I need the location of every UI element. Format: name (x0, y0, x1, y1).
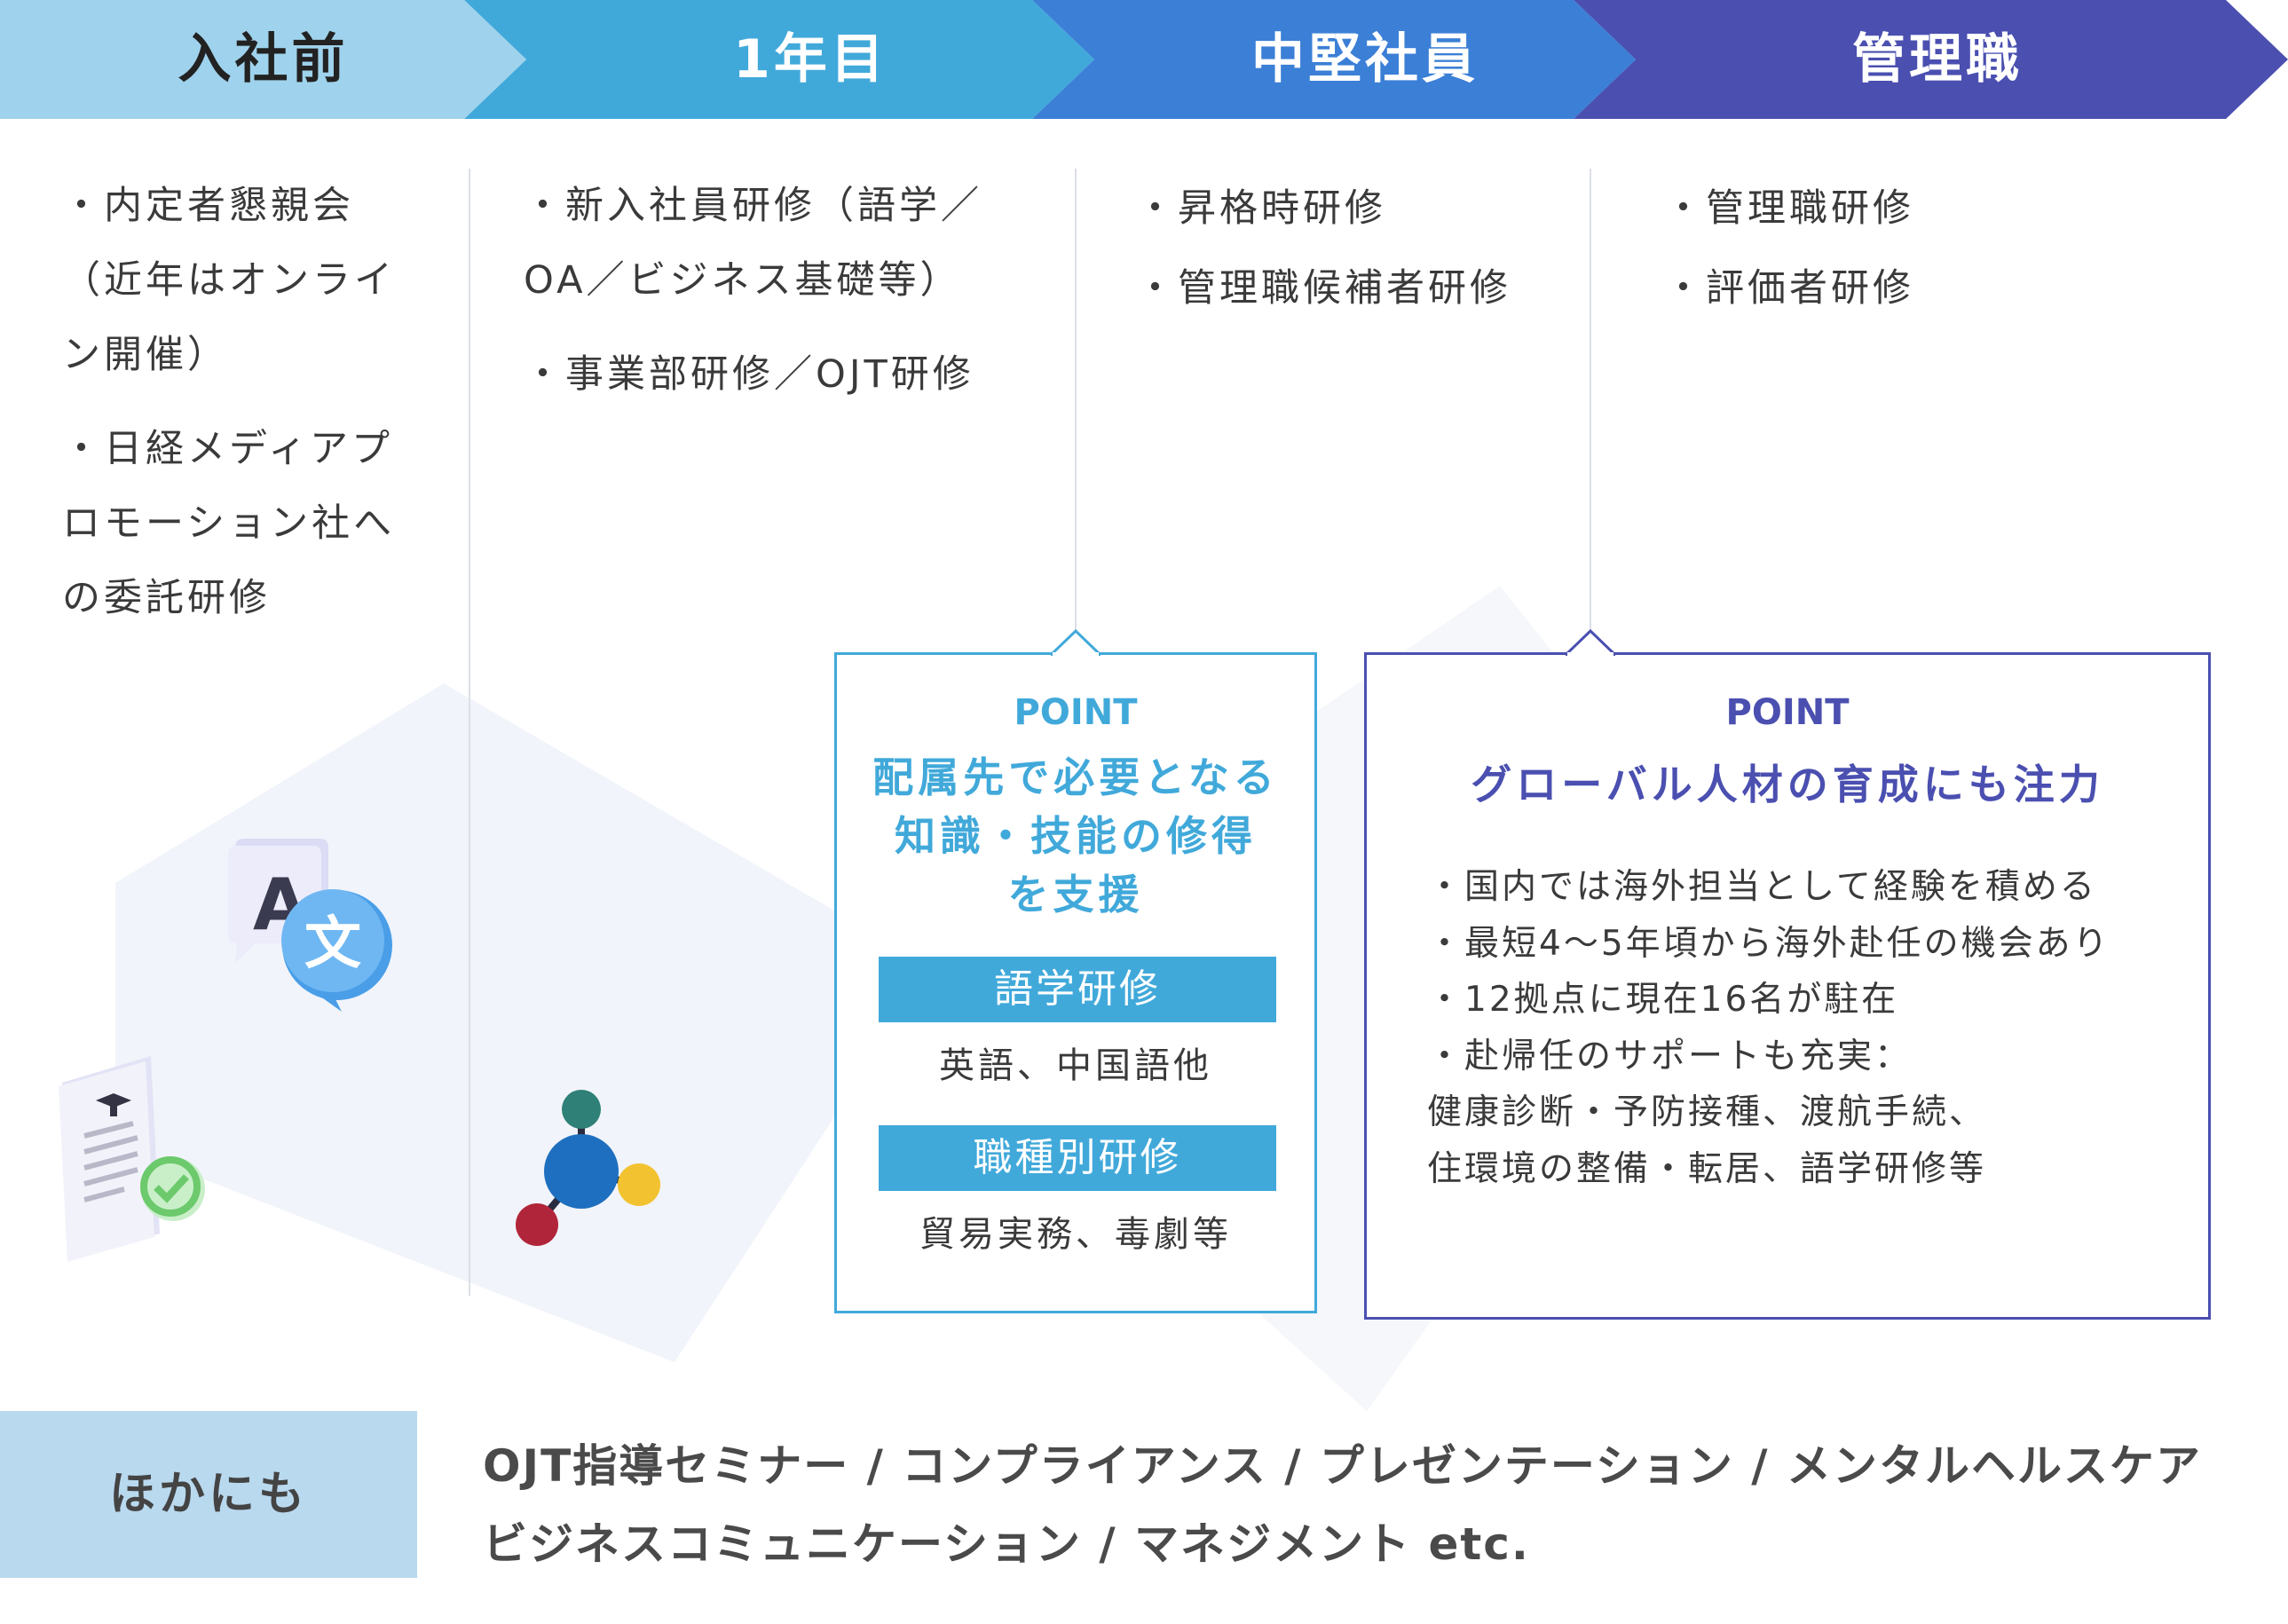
list-item: ・赴帰任のサポートも充実： (1427, 1036, 1913, 1076)
job-training-bar: 職種別研修 (879, 1125, 1276, 1191)
certificate-icon (59, 1056, 205, 1262)
training-item: ・日経メディアプロモーション社への委託研修 (62, 427, 396, 620)
language-training-detail: 英語、中国語他 (939, 1045, 1212, 1086)
mid-career-trainings: ・昇格時研修 ・管理職候補者研修 (1136, 169, 1562, 328)
list-item: ・最短4〜5年頃から海外赴任の機会あり (1427, 923, 2110, 964)
point-heading: グローバル人材の育成にも注力 (1471, 761, 2104, 808)
others-line: OJT指導セミナー / コンプライアンス / プレゼンテーション / メンタルヘ… (483, 1440, 2202, 1492)
career-stage-arrows (0, 0, 2288, 119)
others-line: ビジネスコミュニケーション / マネジメント etc. (483, 1518, 1530, 1570)
list-item: 住環境の整備・転居、語学研修等 (1427, 1148, 1987, 1189)
point-caret-right (1566, 629, 1615, 656)
training-item: ・昇格時研修 (1136, 186, 1386, 231)
column-divider (1590, 169, 1591, 639)
point-tag: POINT (1725, 692, 1850, 733)
translate-icon: A 文 (228, 839, 392, 1012)
first-year-trainings: ・新入社員研修（語学／OA／ビジネス基礎等） ・事業部研修／OJT研修 (524, 169, 985, 431)
stage-arrow-mid-career (1032, 0, 1636, 119)
training-item: ・事業部研修／OJT研修 (524, 352, 974, 397)
global-support-list: ・国内では海外担当として経験を積める ・最短4〜5年頃から海外赴任の機会あり ・… (1427, 859, 2110, 1197)
training-item: ・評価者研修 (1664, 266, 1914, 311)
training-item: ・新入社員研修（語学／OA／ビジネス基礎等） (524, 184, 982, 303)
training-item: ・管理職候補者研修 (1136, 266, 1511, 311)
column-divider (1075, 169, 1077, 639)
stage-label-first-year: 1年目 (733, 28, 888, 91)
svg-text:文: 文 (304, 911, 361, 977)
stage-label-pre-join: 入社前 (178, 28, 349, 91)
stage-label-mid-career: 中堅社員 (1251, 28, 1479, 91)
manager-trainings: ・管理職研修 ・評価者研修 (1664, 169, 2090, 328)
list-item: ・12拠点に現在16名が駐在 (1427, 980, 1899, 1020)
heading-line: を支援 (1007, 871, 1144, 918)
heading-line: 知識・技能の修得 (895, 812, 1257, 860)
list-item: 健康診断・予防接種、渡航手続、 (1427, 1092, 1987, 1132)
list-item: ・国内では海外担当として経験を積める (1427, 867, 2097, 907)
pre-join-trainings: ・内定者懇親会（近年はオンライン開催） ・日経メディアプロモーション社への委託研… (62, 169, 399, 655)
language-training-bar: 語学研修 (879, 957, 1276, 1022)
point-tag: POINT (1014, 692, 1138, 733)
column-divider (469, 169, 470, 1296)
others-tag: ほかにも (0, 1411, 417, 1578)
training-item: ・内定者懇親会（近年はオンライン開催） (62, 184, 396, 377)
point-caret-left (1051, 629, 1101, 656)
heading-line: 配属先で必要となる (872, 753, 1279, 801)
point-box-skills: POINT 配属先で必要となる 知識・技能の修得 を支援 語学研修 英語、中国語… (834, 652, 1317, 1313)
stage-arrow-pre-join (0, 0, 526, 119)
training-item: ・管理職研修 (1664, 186, 1914, 231)
job-training-detail: 貿易実務、毒劇等 (919, 1214, 1232, 1255)
stage-label-manager: 管理職 (1852, 28, 2023, 91)
stage-arrow-manager (1574, 0, 2288, 119)
point-heading: 配属先で必要となる 知識・技能の修得 を支援 (837, 748, 1314, 924)
stage-arrow-first-year (464, 0, 1094, 119)
molecule-icon (516, 1090, 660, 1246)
point-box-global: POINT グローバル人材の育成にも注力 ・国内では海外担当として経験を積める … (1364, 652, 2211, 1320)
